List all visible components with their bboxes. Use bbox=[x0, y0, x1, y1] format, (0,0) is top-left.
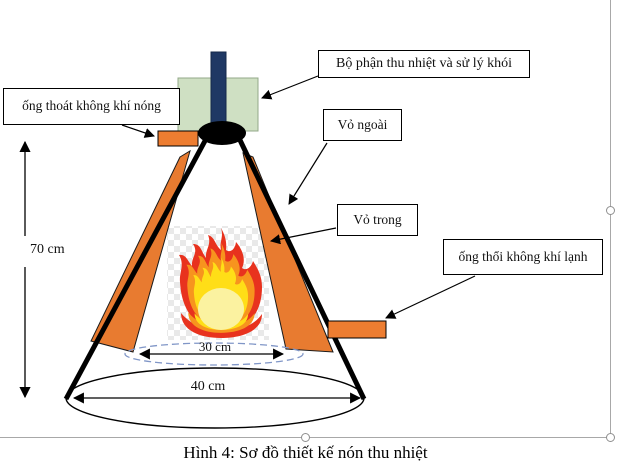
canvas-border-right bbox=[610, 0, 611, 438]
resize-handle-bottom[interactable] bbox=[301, 433, 310, 442]
leader-cold-air-pipe bbox=[385, 275, 476, 319]
leader-inner-shell bbox=[269, 227, 337, 245]
cold-air-blow-pipe bbox=[327, 320, 387, 339]
outer-shell-left-line bbox=[63, 137, 209, 401]
dim-label-outer-diameter: 40 cm bbox=[190, 379, 226, 394]
hot-air-exhaust-pipe bbox=[157, 130, 199, 147]
chimney-pipe bbox=[210, 51, 227, 134]
resize-handle-corner[interactable] bbox=[606, 433, 615, 442]
callout-cold-air-pipe: ống thổi không khí lạnh bbox=[443, 239, 603, 275]
leader-outer-shell bbox=[288, 142, 328, 205]
inner-base-ellipse bbox=[124, 342, 304, 366]
outer-base-ellipse bbox=[65, 367, 365, 429]
outer-shell-right-line bbox=[236, 136, 367, 401]
callout-hot-air-pipe: ống thoát không khí nóng bbox=[3, 88, 180, 125]
dim-label-height: 70 cm bbox=[30, 242, 65, 257]
flame-image bbox=[179, 228, 262, 338]
callout-inner-shell: Vỏ trong bbox=[337, 204, 418, 236]
figure-caption: Hình 4: Sơ đồ thiết kế nón thu nhiệt bbox=[183, 443, 428, 462]
callout-heat-unit: Bộ phận thu nhiệt và sử lý khói bbox=[318, 50, 530, 78]
resize-handle-right[interactable] bbox=[606, 206, 615, 215]
leader-hot-air-pipe bbox=[121, 124, 155, 138]
dim-label-inner-diameter: 30 cm bbox=[198, 339, 232, 354]
cone-apex-opening bbox=[198, 121, 246, 145]
flame-core-pale bbox=[198, 288, 244, 330]
callout-outer-shell: Vỏ ngoài bbox=[323, 109, 402, 141]
leader-heat-unit bbox=[261, 75, 319, 100]
